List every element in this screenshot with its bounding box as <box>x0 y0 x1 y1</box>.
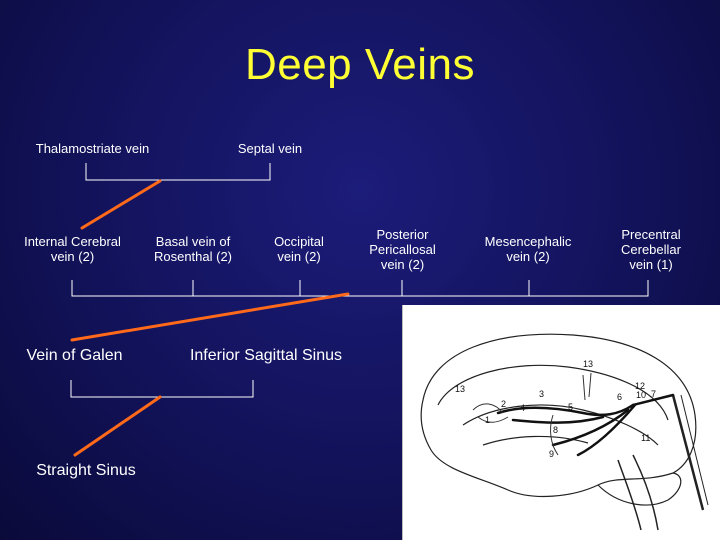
label-internal-cerebral-vein: Internal Cerebral vein (2) <box>24 234 121 264</box>
label-precentral-cerebellar-vein: Precentral Cerebellar vein (1) <box>621 227 681 272</box>
arrow-straight-sinus <box>73 395 162 457</box>
label-posterior-pericallosal-vein: Posterior Pericallosal vein (2) <box>369 227 436 272</box>
label-vein-of-galen: Vein of Galen <box>26 347 123 364</box>
callout-number: 7 <box>651 389 656 399</box>
bracket-top <box>85 163 271 181</box>
callout-number: 12 <box>635 381 645 391</box>
brain-vein-illustration: 13 13 12 10 6 5 3 4 2 1 8 7 11 9 <box>402 305 720 540</box>
label-inferior-sagittal-sinus: Inferior Sagittal Sinus <box>189 347 343 364</box>
arrow-internal-cerebral <box>80 179 162 230</box>
callout-number: 3 <box>539 389 544 399</box>
callout-number: 11 <box>641 433 650 443</box>
callout-number: 5 <box>568 402 573 412</box>
slide-title: Deep Veins <box>244 40 476 89</box>
callout-number: 8 <box>553 425 558 435</box>
callout-number: 10 <box>636 390 646 400</box>
callout-number: 13 <box>583 359 593 369</box>
label-septal-vein: Septal vein <box>237 141 303 156</box>
bracket-bottom <box>70 380 254 398</box>
arrow-galen <box>70 292 350 342</box>
callout-number: 4 <box>520 403 525 413</box>
label-thalamostriate-vein: Thalamostriate vein <box>35 141 150 156</box>
label-mesencephalic-vein: Mesencephalic vein (2) <box>484 234 572 264</box>
label-basal-vein-rosenthal: Basal vein of Rosenthal (2) <box>153 234 233 264</box>
bracket-middle <box>71 280 649 297</box>
callout-number: 6 <box>617 392 622 402</box>
label-occipital-vein: Occipital vein (2) <box>274 234 324 264</box>
label-straight-sinus: Straight Sinus <box>36 462 136 479</box>
callout-number: 2 <box>501 399 506 409</box>
callout-number: 13 <box>455 384 465 394</box>
callout-number: 9 <box>549 449 554 459</box>
callout-number: 1 <box>485 415 490 425</box>
